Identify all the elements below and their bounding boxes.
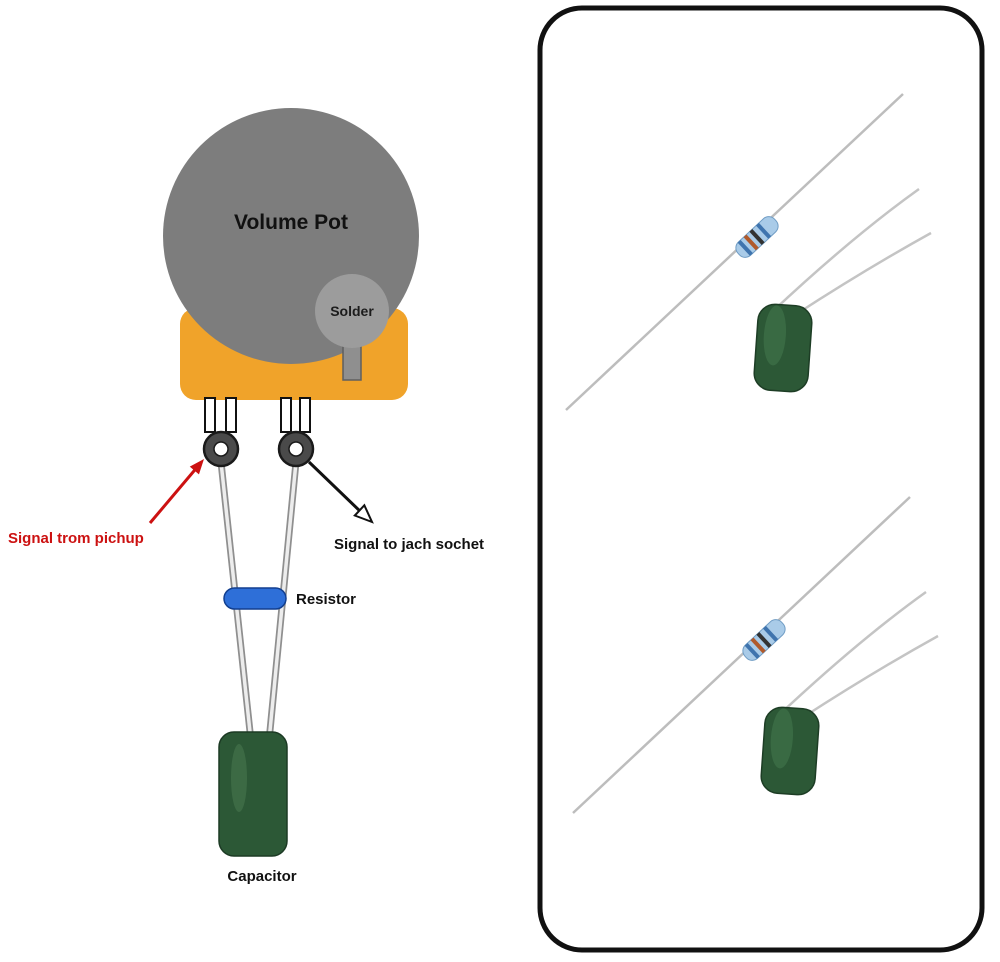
photo-capacitor-sheen [770, 708, 794, 769]
resistor-lead [572, 496, 911, 814]
lug-pin [280, 397, 292, 433]
jack-arrow-head [353, 503, 374, 524]
resistor-lead [565, 93, 904, 411]
resistor-band [744, 642, 760, 659]
product-photo-bottom [572, 496, 939, 814]
resistor-label: Resistor [296, 591, 356, 608]
signal-to-jack-label: Signal to jach sochet [334, 536, 484, 553]
jack-signal-arrow [307, 460, 374, 524]
ring-terminal-left [202, 430, 240, 468]
lug-pin [204, 397, 216, 433]
ring-hole [288, 441, 304, 457]
photo-capacitor [760, 706, 820, 796]
capacitor-lead [794, 231, 932, 317]
capacitor-body [218, 731, 288, 857]
volume-pot-label: Volume Pot [234, 211, 348, 234]
solder-blob [315, 274, 389, 348]
resistor-band [750, 637, 766, 654]
capacitor-sheen [231, 744, 247, 812]
resistor-band [762, 625, 779, 642]
resistor-band [737, 239, 753, 256]
resistor-band [749, 229, 765, 245]
capacitor-symbol [218, 731, 288, 857]
photo-resistor [735, 216, 779, 258]
wiring-diagram: Volume Pot Solder Signal trom pichup Sig… [8, 108, 484, 885]
pot-lugs [204, 397, 311, 433]
jack-arrow-shaft [307, 460, 365, 516]
photo-resistor [742, 619, 786, 661]
pickup-arrow-shaft [148, 464, 201, 524]
lug-pin [299, 397, 311, 433]
signal-from-pickup-label: Signal trom pichup [8, 530, 144, 547]
capacitor-lead [771, 187, 920, 313]
solder-label: Solder [330, 303, 374, 319]
capacitor-lead [801, 634, 939, 720]
lug-pin [225, 397, 237, 433]
ring-hole [213, 441, 229, 457]
resistor-symbol [223, 587, 287, 610]
photo-panel-border [537, 5, 985, 953]
pickup-signal-arrow [148, 459, 204, 524]
ring-terminal-right [277, 430, 315, 468]
resistor-band [756, 632, 772, 648]
photo-capacitor [753, 303, 813, 393]
product-photo-top [565, 93, 932, 411]
resistor-band [743, 234, 759, 251]
photo-panel [537, 5, 985, 953]
capacitor-label: Capacitor [227, 868, 296, 885]
capacitor-lead [778, 590, 927, 716]
photo-capacitor-sheen [763, 305, 787, 366]
resistor-band [755, 222, 772, 239]
pickup-arrow-head [189, 459, 204, 475]
